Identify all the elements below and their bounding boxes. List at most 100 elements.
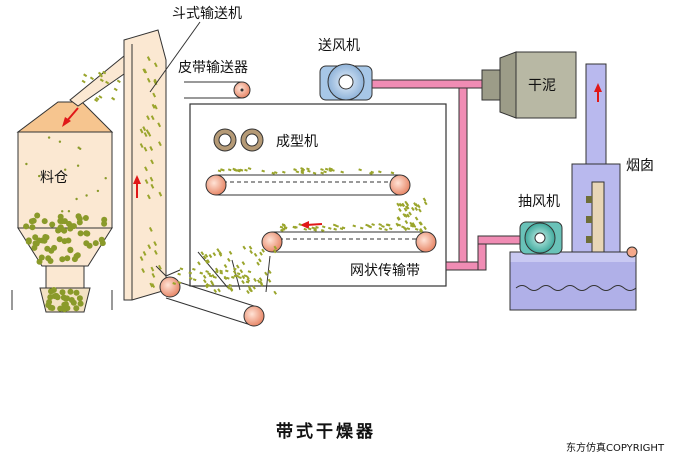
- pellet-streak: [244, 168, 248, 172]
- pellet-streak: [215, 270, 219, 274]
- pellet-streak: [423, 201, 428, 206]
- pellet: [68, 297, 75, 303]
- pellet-streak: [307, 227, 312, 231]
- pellet-streak: [398, 207, 402, 212]
- pellet-streak: [207, 284, 211, 287]
- chimney: [571, 63, 621, 269]
- pellet: [67, 288, 74, 295]
- pellet-streak: [146, 56, 151, 62]
- pellet-streak: [204, 284, 209, 289]
- pellet-streak: [142, 250, 147, 256]
- pellet-streak: [246, 275, 250, 280]
- upper-belt: [205, 174, 411, 196]
- diagram-title: 带式干燥器: [276, 421, 376, 442]
- pellet-streak: [378, 223, 382, 227]
- pellet-streak: [232, 167, 237, 171]
- pellet-streak: [253, 252, 258, 257]
- pellet-streak: [256, 279, 261, 284]
- pellet-streak: [116, 79, 121, 84]
- pellet: [77, 230, 84, 237]
- pellet-streak: [158, 264, 162, 270]
- pellet-streak: [413, 202, 417, 207]
- pellet-streak: [419, 227, 424, 233]
- pellet-streak: [298, 223, 303, 227]
- air-pipes: [371, 79, 521, 271]
- pellet-streak: [414, 227, 419, 231]
- pellet-streak: [352, 224, 357, 228]
- pellet-streak: [396, 216, 401, 221]
- pellet: [83, 240, 90, 247]
- elevator-pellets: [81, 56, 163, 289]
- pellet-streak: [247, 167, 252, 170]
- pellet-streak: [143, 132, 148, 137]
- forming-machine-label: 成型机: [276, 134, 318, 150]
- pellet-streak: [150, 159, 154, 165]
- pellet: [71, 256, 78, 263]
- pellet-streak: [146, 115, 150, 121]
- pellet-streak: [306, 167, 310, 171]
- pellet: [67, 210, 71, 213]
- pellet: [49, 305, 56, 311]
- pellet-streak: [223, 276, 228, 280]
- pellet-streak: [403, 207, 408, 212]
- pellet-streak: [236, 169, 241, 173]
- pellet-streak: [414, 216, 419, 221]
- belt-feeder-label: 皮带输送器: [178, 60, 248, 76]
- pellet: [75, 197, 78, 201]
- pellet-streak: [395, 222, 400, 227]
- pellet: [61, 238, 68, 245]
- pellet-streak: [313, 228, 317, 232]
- pellet: [73, 289, 80, 296]
- pellet-streak: [236, 272, 241, 276]
- pellet-streak: [216, 248, 221, 253]
- pellet-streak: [418, 208, 422, 213]
- pellet: [38, 254, 45, 261]
- pellet: [96, 189, 100, 193]
- pellet-streak: [320, 171, 324, 175]
- pellet-streak: [203, 279, 207, 284]
- pellet: [82, 215, 89, 221]
- pellet-streak: [150, 115, 155, 121]
- pellet: [36, 237, 43, 244]
- pellet-streak: [98, 73, 103, 78]
- pellet-streak: [259, 251, 263, 256]
- pellet-streak: [411, 206, 415, 212]
- pellet: [31, 244, 38, 251]
- copyright-text: 东方仿真COPYRIGHT: [566, 441, 665, 454]
- pellet-streak: [249, 249, 253, 254]
- pellet: [56, 236, 63, 243]
- pellet-streak: [414, 206, 419, 212]
- pellet-streak: [147, 194, 151, 200]
- pellet-streak: [239, 269, 244, 274]
- pellet-streak: [227, 257, 231, 263]
- pellet-streak: [406, 213, 410, 218]
- pellet-streak: [208, 254, 213, 259]
- pellet-streak: [158, 191, 163, 197]
- pellet-streak: [227, 168, 232, 172]
- pellet: [25, 162, 28, 166]
- pellet-streak: [252, 285, 256, 290]
- pellet-streak: [188, 271, 193, 275]
- pellet-streak: [324, 167, 329, 171]
- belt-feeder: [184, 81, 251, 99]
- pellet: [59, 256, 66, 263]
- hoppers: [155, 251, 271, 293]
- pellet-streak: [147, 244, 152, 250]
- forming-machine: [213, 128, 264, 152]
- bin-label: 料仓: [40, 170, 68, 186]
- pellet-streak: [219, 269, 223, 273]
- pellet: [49, 221, 56, 228]
- mesh-belt-label: 网状传输带: [350, 263, 420, 279]
- pellet-streak: [378, 170, 382, 174]
- pellet-streak: [406, 227, 411, 231]
- pellet-streak: [378, 227, 383, 231]
- pellet-streak: [246, 289, 250, 295]
- pellet-streak: [381, 224, 385, 228]
- pellet: [62, 301, 69, 308]
- pellet-streak: [150, 183, 155, 189]
- pellet-streak: [208, 274, 213, 278]
- bin-pellets: [23, 136, 108, 265]
- pellet: [92, 240, 99, 247]
- pellet: [29, 224, 36, 231]
